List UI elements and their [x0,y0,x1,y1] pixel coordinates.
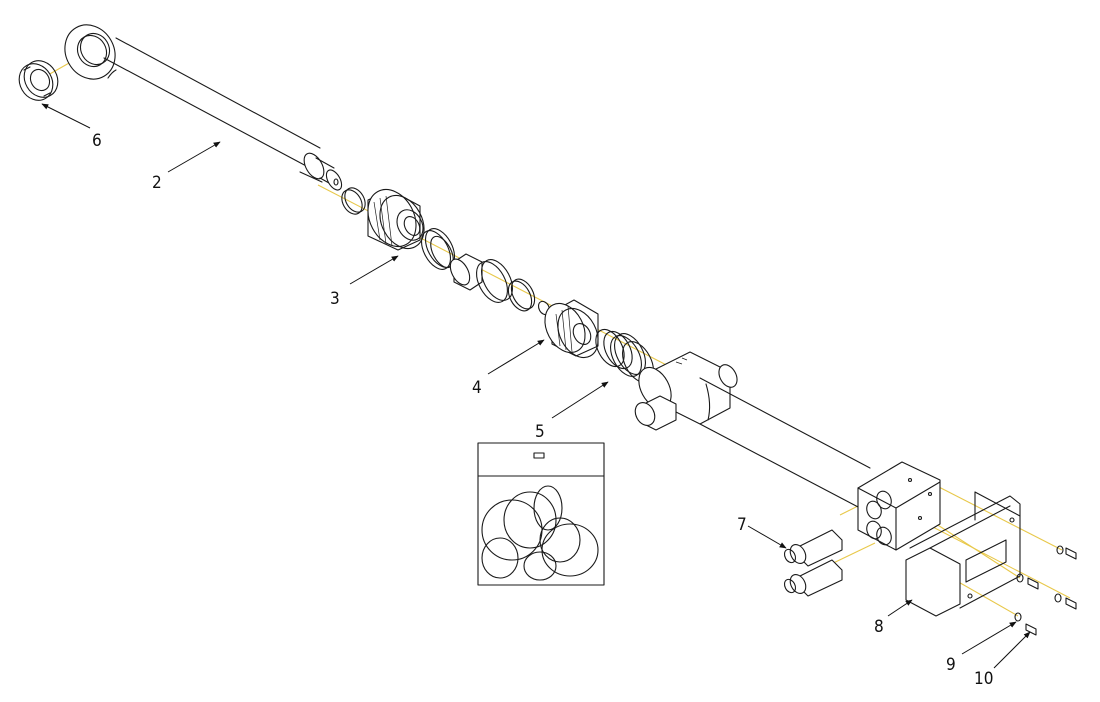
part-3-cylinder-head [367,189,425,251]
callout-2: 2 [152,173,162,193]
spacer-sleeve [449,253,483,291]
callout-6: 6 [92,131,102,151]
seal-kit-package [477,442,605,586]
callout-leaders [41,103,1031,669]
callout-3: 3 [330,289,340,309]
part-5-piston-seals [595,328,654,383]
callout-4: 4 [472,378,482,398]
part-7-fittings [783,529,843,597]
cylinder-barrel [634,351,871,509]
part-6-spherical-bearing [18,60,59,101]
callout-8: 8 [874,617,884,637]
seal-rings-group-b [476,259,551,316]
callout-5: 5 [535,422,545,442]
cylinder-base-block [857,461,941,551]
rod-wear-ring [341,187,366,215]
callout-7: 7 [737,515,747,535]
part-9-washers [1014,545,1064,622]
callout-labels: 2 3 4 5 6 7 8 9 10 [92,131,993,689]
part-10-screws [1025,547,1077,636]
part-4-piston [544,299,599,359]
callout-10: 10 [974,669,993,689]
callout-9: 9 [946,655,956,675]
part-2-piston-rod [64,24,343,191]
